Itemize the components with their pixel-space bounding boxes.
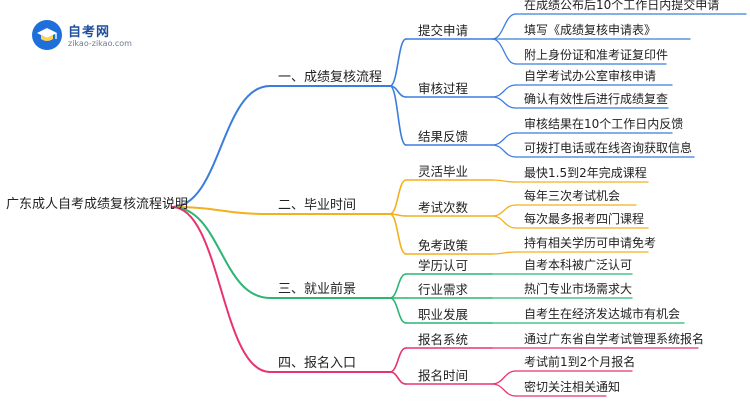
connector-line: [491, 383, 517, 397]
subtopic: 报名系统: [418, 332, 469, 347]
subtopic: 审核过程: [418, 81, 469, 96]
leaf-item: 通过广东省自学考试管理系统报名: [524, 332, 705, 346]
connector-line: [491, 179, 517, 183]
connector-line: [389, 213, 407, 255]
connector-line: [389, 347, 407, 373]
connector-line: [389, 273, 407, 299]
subtopic: 免考政策: [418, 238, 469, 253]
subtopic: 灵活毕业: [418, 164, 469, 179]
leaf-item: 每年三次考试机会: [524, 189, 621, 203]
logo-title: 自考网: [68, 25, 111, 40]
graduation-cap-icon: [32, 20, 62, 50]
connector-line: [171, 206, 271, 215]
logo-subtitle: zikao-zikao.com: [68, 39, 132, 48]
leaf-item: 填写《成绩复核申请表》: [524, 23, 657, 37]
connector-line: [491, 38, 517, 65]
leaf-item: 附上身份证和准考证复印件: [524, 48, 669, 62]
subtopic: 结果反馈: [418, 129, 469, 144]
connector-line: [389, 297, 407, 324]
branch-topic: 四、报名入口: [278, 356, 357, 371]
connector-line: [171, 206, 271, 373]
connector-line: [389, 179, 407, 215]
subtopic: 行业需求: [418, 282, 469, 297]
connector-line: [491, 370, 517, 385]
connector-line: [389, 38, 407, 87]
subtopic: 报名时间: [418, 368, 469, 383]
connector-line: [389, 371, 407, 385]
site-logo[interactable]: 自考网 zikao-zikao.com: [32, 20, 142, 52]
leaf-item: 持有相关学历可申请免考: [524, 236, 657, 250]
branch-topic: 二、毕业时间: [278, 198, 357, 213]
subtopic: 考试次数: [418, 200, 469, 215]
leaf-item: 最快1.5到2年完成课程: [524, 166, 647, 180]
connector-line: [171, 85, 271, 208]
subtopic: 提交申请: [418, 23, 469, 38]
connector-line: [389, 85, 407, 146]
leaf-item: 自学考试办公室审核申请: [524, 69, 657, 83]
connector-line: [171, 206, 271, 299]
leaf-item: 在成绩公布后10个工作日内提交申请: [524, 0, 720, 12]
leaf-item: 自考生在经济发达城市有机会: [524, 307, 681, 321]
leaf-item: 密切关注相关通知: [524, 380, 621, 394]
subtopic: 学历认可: [418, 258, 469, 273]
connector-line: [491, 144, 517, 158]
root-topic: 广东成人自考成绩复核流程说明: [6, 197, 189, 212]
subtopic: 职业发展: [418, 307, 469, 322]
leaf-item: 考试前1到2个月报名: [524, 355, 636, 369]
connector-line: [491, 13, 517, 40]
leaf-item: 审核结果在10个工作日内反馈: [524, 117, 684, 131]
leaf-item: 可拨打电话或在线咨询获取信息: [524, 141, 693, 155]
connector-line: [491, 251, 517, 255]
branch-topic: 三、就业前景: [278, 282, 357, 297]
leaf-item: 热门专业市场需求大: [524, 282, 633, 296]
connector-line: [491, 96, 517, 109]
connector-line: [491, 84, 517, 98]
leaf-item: 每次最多报考四门课程: [524, 212, 645, 226]
branch-topic: 一、成绩复核流程: [278, 70, 383, 85]
connector-line: [491, 132, 517, 146]
leaf-item: 确认有效性后进行成绩复查: [524, 92, 669, 106]
connector-line: [491, 204, 517, 217]
connector-line: [491, 215, 517, 229]
leaf-item: 自考本科被广泛认可: [524, 258, 633, 272]
